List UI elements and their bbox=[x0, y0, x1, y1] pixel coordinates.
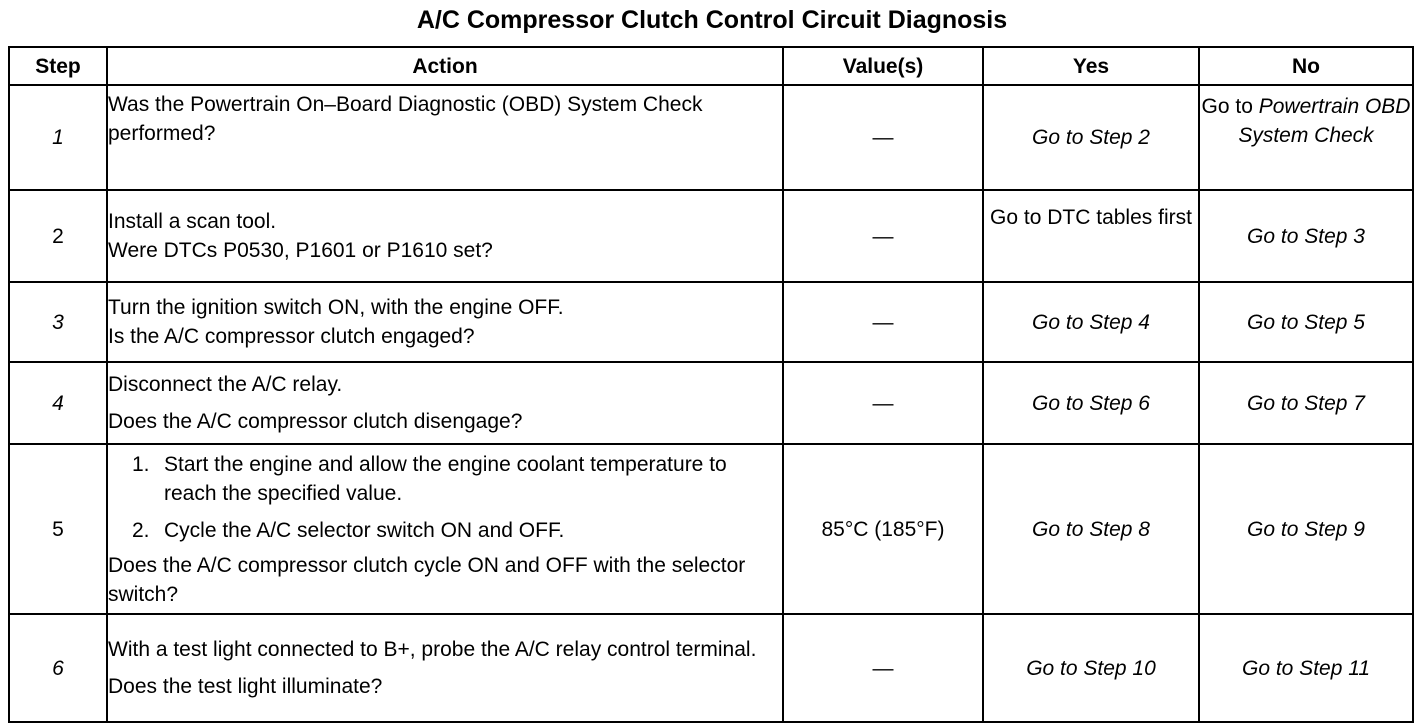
action-question: Does the test light illuminate? bbox=[108, 675, 383, 698]
action-cell: Was the Powertrain On–Board Diagnostic (… bbox=[106, 84, 784, 191]
no-link-text: Powertrain OBD System Check bbox=[1238, 95, 1411, 147]
step-number: 5 bbox=[8, 443, 108, 615]
action-cell: Turn the ignition switch ON, with the en… bbox=[106, 281, 784, 363]
diagnosis-table: Step Action Value(s) Yes No 1 Was the Po… bbox=[8, 46, 1414, 723]
list-item: 2. Cycle the A/C selector switch ON and … bbox=[109, 516, 781, 545]
list-number: 1. bbox=[132, 452, 150, 476]
value-cell: — bbox=[782, 189, 984, 283]
yes-cell: Go to DTC tables first bbox=[982, 189, 1200, 283]
action-cell: Disconnect the A/C relay. Does the A/C c… bbox=[106, 361, 784, 445]
no-cell: Go to Step 9 bbox=[1198, 443, 1414, 615]
table-row: 5 1. Start the engine and allow the engi… bbox=[8, 443, 1414, 615]
yes-cell: Go to Step 8 bbox=[982, 443, 1200, 615]
table-row: 4 Disconnect the A/C relay. Does the A/C… bbox=[8, 361, 1414, 445]
no-prefix: Go to bbox=[1201, 95, 1253, 118]
table-row: 2 Install a scan tool. Were DTCs P0530, … bbox=[8, 189, 1414, 283]
header-action: Action bbox=[106, 46, 784, 86]
step-number: 6 bbox=[8, 613, 108, 723]
list-number: 2. bbox=[132, 518, 150, 542]
no-cell: Go to Step 11 bbox=[1198, 613, 1414, 723]
table-row: 1 Was the Powertrain On–Board Diagnostic… bbox=[8, 84, 1414, 191]
action-text: Turn the ignition switch ON, with the en… bbox=[108, 296, 564, 319]
action-question: Were DTCs P0530, P1601 or P1610 set? bbox=[108, 239, 493, 262]
action-text: Disconnect the A/C relay. bbox=[108, 373, 343, 396]
action-cell: 1. Start the engine and allow the engine… bbox=[106, 443, 784, 615]
header-yes: Yes bbox=[982, 46, 1200, 86]
table-row: 6 With a test light connected to B+, pro… bbox=[8, 613, 1414, 723]
no-cell: Go to Step 5 bbox=[1198, 281, 1414, 363]
action-text: Was the Powertrain On–Board Diagnostic (… bbox=[108, 93, 703, 145]
action-text: With a test light connected to B+, probe… bbox=[108, 638, 757, 661]
header-row: Step Action Value(s) Yes No bbox=[8, 46, 1414, 86]
no-cell: Go to Powertrain OBD System Check bbox=[1198, 84, 1414, 191]
table-row: 3 Turn the ignition switch ON, with the … bbox=[8, 281, 1414, 363]
step-number: 2 bbox=[8, 189, 108, 283]
list-text: Cycle the A/C selector switch ON and OFF… bbox=[164, 518, 565, 542]
action-cell: Install a scan tool. Were DTCs P0530, P1… bbox=[106, 189, 784, 283]
value-cell: — bbox=[782, 613, 984, 723]
yes-cell: Go to Step 10 bbox=[982, 613, 1200, 723]
action-question: Does the A/C compressor clutch disengage… bbox=[108, 410, 523, 433]
yes-cell: Go to Step 2 bbox=[982, 84, 1200, 191]
yes-cell: Go to Step 4 bbox=[982, 281, 1200, 363]
action-question: Is the A/C compressor clutch engaged? bbox=[108, 325, 475, 348]
value-cell: — bbox=[782, 361, 984, 445]
no-cell: Go to Step 7 bbox=[1198, 361, 1414, 445]
value-cell: — bbox=[782, 281, 984, 363]
header-no: No bbox=[1198, 46, 1414, 86]
no-cell: Go to Step 3 bbox=[1198, 189, 1414, 283]
header-value: Value(s) bbox=[782, 46, 984, 86]
step-number: 3 bbox=[8, 281, 108, 363]
action-text: Install a scan tool. bbox=[108, 210, 277, 233]
page-title: A/C Compressor Clutch Control Circuit Di… bbox=[416, 6, 1008, 34]
list-item: 1. Start the engine and allow the engine… bbox=[109, 450, 781, 508]
list-text: Start the engine and allow the engine co… bbox=[164, 452, 727, 505]
value-cell: — bbox=[782, 84, 984, 191]
yes-cell: Go to Step 6 bbox=[982, 361, 1200, 445]
header-step: Step bbox=[8, 46, 108, 86]
step-number: 1 bbox=[8, 84, 108, 191]
action-question: Does the A/C compressor clutch cycle ON … bbox=[108, 553, 746, 606]
value-cell: 85°C (185°F) bbox=[782, 443, 984, 615]
step-number: 4 bbox=[8, 361, 108, 445]
